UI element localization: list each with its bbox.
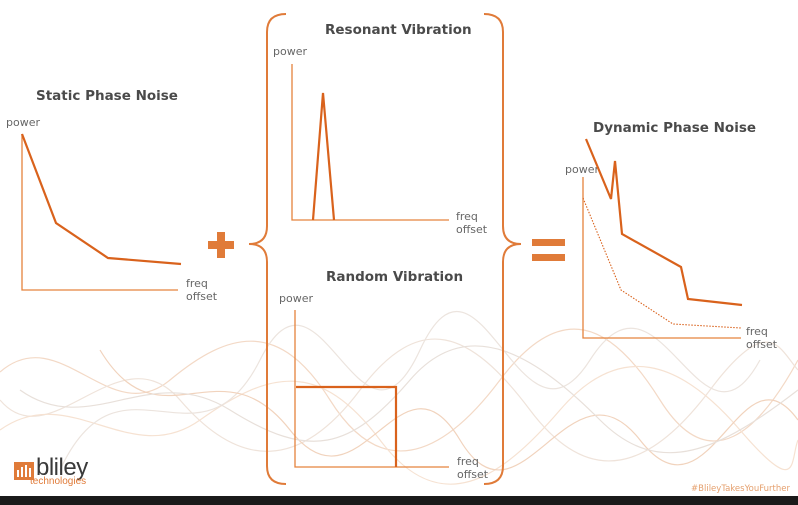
dynamic-xlabel: freq offset: [746, 325, 777, 351]
random-xlabel: freq offset: [457, 455, 488, 481]
random-ylabel: power: [279, 292, 313, 305]
resonant-xlabel-1: freq: [456, 210, 478, 223]
static-axes: [21, 134, 178, 291]
static-xlabel-2: offset: [186, 290, 218, 303]
resonant-title: Resonant Vibration: [325, 22, 472, 38]
random-curve: [296, 385, 398, 467]
resonant-curve: [311, 92, 336, 221]
logo-text: bliley: [36, 454, 88, 481]
resonant-xlabel: freq offset: [456, 210, 487, 236]
dynamic-xlabel-2: offset: [746, 338, 778, 351]
resonant-axes: [291, 64, 449, 221]
random-axes: [294, 310, 449, 468]
dynamic-title: Dynamic Phase Noise: [593, 120, 757, 136]
static-xlabel-1: freq: [186, 277, 208, 290]
dynamic-curve: [584, 138, 743, 307]
random-xlabel-2: offset: [457, 468, 489, 481]
dynamic-ylabel: power: [565, 163, 599, 176]
left-brace: [248, 13, 287, 485]
hashtag: #BlileyTakesYouFurther: [691, 484, 790, 494]
resonant-ylabel: power: [273, 45, 307, 58]
dynamic-dotted-curve: [582, 197, 742, 329]
random-xlabel-1: freq: [457, 455, 479, 468]
static-ylabel: power: [6, 116, 40, 129]
static-title: Static Phase Noise: [36, 88, 178, 104]
random-title: Random Vibration: [326, 269, 464, 285]
resonant-xlabel-2: offset: [456, 223, 488, 236]
static-curve: [20, 133, 182, 266]
dynamic-axes: [582, 177, 741, 339]
right-brace: [483, 13, 522, 485]
bliley-logo-mark-icon: [14, 462, 34, 480]
logo-subtext: technologies: [30, 476, 87, 487]
bottom-bar: [0, 496, 798, 505]
static-xlabel: freq offset: [186, 277, 217, 303]
dynamic-xlabel-1: freq: [746, 325, 768, 338]
